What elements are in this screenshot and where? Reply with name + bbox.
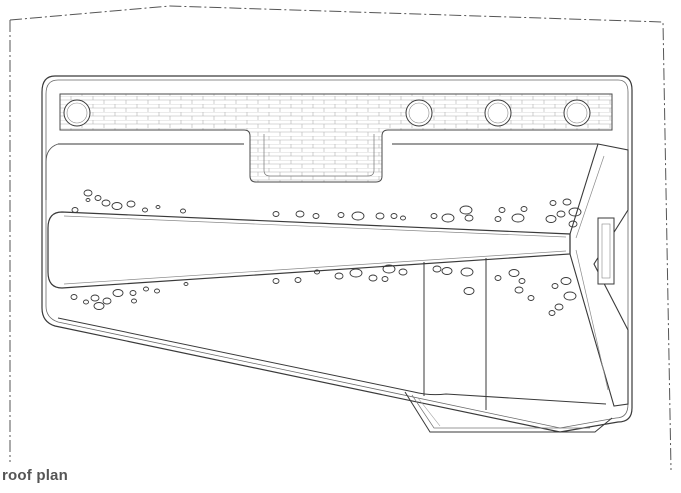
upper-perforation-13 xyxy=(351,211,365,221)
band-skylights-inner xyxy=(66,102,588,124)
upper-perforation-10 xyxy=(295,210,305,218)
upper-perforations xyxy=(71,189,582,228)
central-wedge-inner xyxy=(63,215,567,285)
lower-perforation-10 xyxy=(154,288,160,294)
upper-perforation-20 xyxy=(464,214,474,222)
upper-perforation-11 xyxy=(312,213,320,219)
lower-perforation-28 xyxy=(514,286,524,294)
lower-perforation-6 xyxy=(112,289,124,297)
band-skylights xyxy=(63,99,591,127)
upper-perforation-6 xyxy=(142,207,148,213)
canopy-line xyxy=(417,397,441,427)
east-opening xyxy=(597,217,615,285)
lower-perforation-32 xyxy=(563,291,577,301)
upper-perforation-12 xyxy=(337,212,345,218)
upper-perforation-28 xyxy=(556,210,566,218)
lower-perforation-15 xyxy=(334,272,344,280)
upper-perforation-7 xyxy=(155,205,161,209)
lower-perforation-4 xyxy=(93,302,105,310)
roof-plan-drawing xyxy=(9,5,672,470)
lower-perforation-1 xyxy=(70,294,78,300)
lower-perforation-20 xyxy=(398,268,408,276)
lower-perforation-27 xyxy=(518,278,526,284)
lower-perforation-13 xyxy=(294,277,302,283)
upper-perforation-18 xyxy=(441,213,455,223)
drawing-caption: roof plan xyxy=(2,467,68,484)
upper-perforation-3 xyxy=(101,199,111,207)
upper-perforation-23 xyxy=(511,213,525,223)
lower-perforation-34 xyxy=(548,310,556,316)
lower-perforation-2 xyxy=(83,299,89,305)
lower-perforation-24 xyxy=(463,287,475,295)
lower-perforation-30 xyxy=(551,283,559,289)
east-opening-inner xyxy=(601,223,611,279)
skylight-4 xyxy=(563,99,591,127)
right-wing-inner xyxy=(575,155,609,391)
skylight-1 xyxy=(63,99,91,127)
upper-perforation-24 xyxy=(520,206,528,212)
upper-perforation-4 xyxy=(111,202,123,210)
brick-band xyxy=(59,93,613,183)
upper-perforation-21 xyxy=(498,207,506,213)
entrance-canopy-inner xyxy=(411,394,590,429)
lower-roof-slab xyxy=(57,317,607,405)
west-rounded-edge xyxy=(45,143,59,200)
lower-perforation-9 xyxy=(143,286,149,292)
lower-perforation-22 xyxy=(441,267,453,275)
lower-perforation-5 xyxy=(102,297,112,305)
lower-perforation-3 xyxy=(90,294,100,302)
lower-perforation-33 xyxy=(554,303,564,311)
lower-perforation-11 xyxy=(183,282,189,286)
upper-perforation-16 xyxy=(400,215,406,221)
upper-perforation-26 xyxy=(562,198,572,206)
lower-perforation-12 xyxy=(272,278,280,284)
upper-perforation-5 xyxy=(126,200,136,208)
upper-perforation-27 xyxy=(568,207,582,217)
upper-perforation-2 xyxy=(94,195,102,201)
lower-perforations xyxy=(70,264,577,316)
skylight-2 xyxy=(405,99,433,127)
lower-perforation-25 xyxy=(494,275,502,281)
vertical-spine xyxy=(423,258,487,410)
upper-perforation-15 xyxy=(390,213,398,219)
upper-perforation-31 xyxy=(85,198,91,202)
building-outline xyxy=(41,75,633,433)
building-outline-inner xyxy=(45,79,629,429)
upper-perforation-19 xyxy=(459,205,473,215)
upper-perforation-14 xyxy=(375,212,385,220)
entrance-canopy xyxy=(404,391,613,433)
site-boundary xyxy=(9,5,672,470)
upper-perforation-9 xyxy=(272,211,280,217)
upper-perforation-32 xyxy=(71,207,79,213)
lower-perforation-8 xyxy=(131,298,137,304)
lower-perforation-16 xyxy=(349,268,363,278)
lower-perforation-31 xyxy=(560,277,572,285)
upper-perforation-22 xyxy=(494,216,502,222)
lower-perforation-14 xyxy=(314,269,320,275)
upper-perforation-1 xyxy=(83,189,93,197)
right-wing xyxy=(569,143,629,407)
lower-perforation-19 xyxy=(381,276,389,282)
brick-band-notch-inner xyxy=(263,134,375,177)
upper-perforation-25 xyxy=(549,200,557,206)
upper-perforation-8 xyxy=(180,208,186,214)
upper-perforation-29 xyxy=(545,215,557,223)
skylight-3 xyxy=(484,99,512,127)
central-wedge xyxy=(47,211,571,289)
lower-perforation-26 xyxy=(508,269,520,277)
lower-perforation-17 xyxy=(368,274,378,282)
lower-perforation-23 xyxy=(460,267,474,277)
lower-perforation-18 xyxy=(382,264,396,274)
upper-perforation-30 xyxy=(568,220,578,228)
upper-perforation-17 xyxy=(430,213,438,219)
lower-perforation-29 xyxy=(527,295,535,301)
lower-perforation-7 xyxy=(129,290,137,296)
lower-perforation-21 xyxy=(432,265,442,273)
